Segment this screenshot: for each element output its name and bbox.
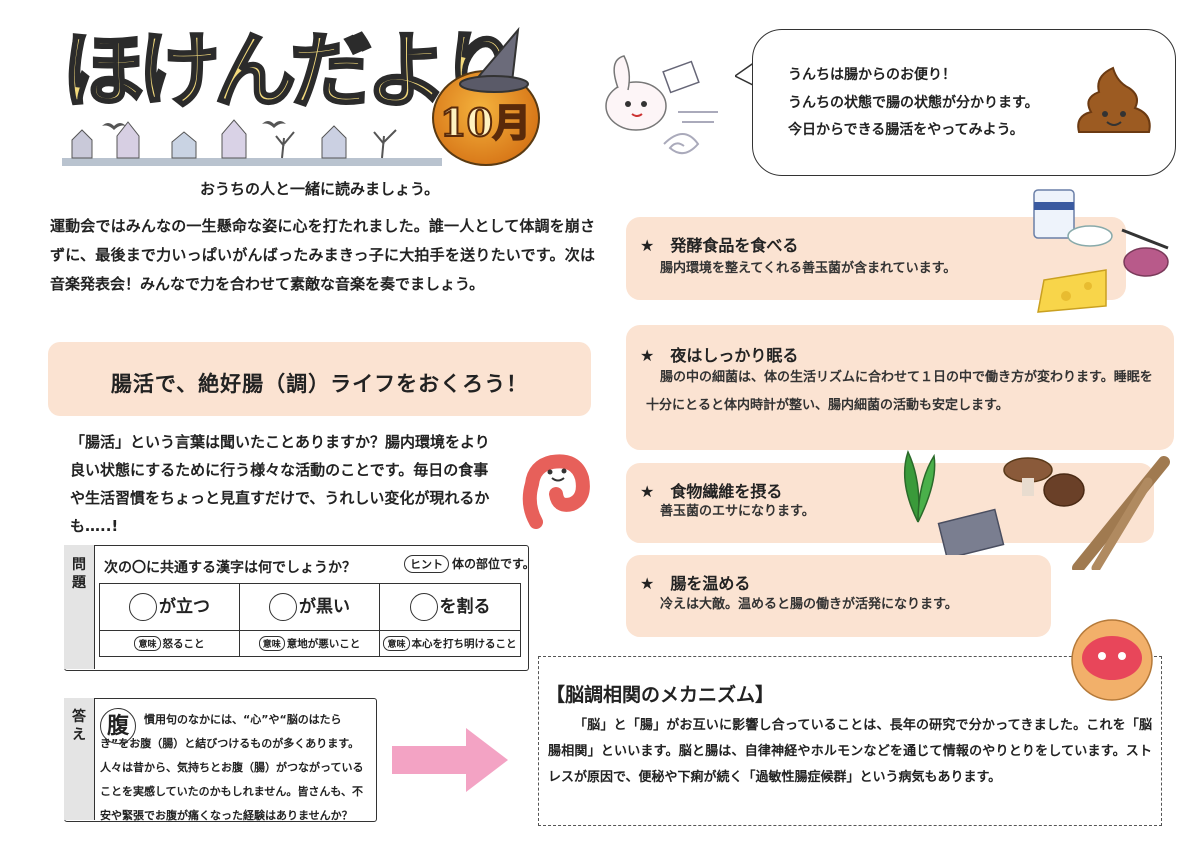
quiz-grid: が立つ 意味怒ること が黒い 意味意地が悪いこと を割る 意味本心を打ち明けるこ… <box>99 583 521 657</box>
read-together-note: おうちの人と一緒に読みましょう。 <box>200 180 440 198</box>
section-title: 腸活で、絶好腸（調）ライフをおくろう！ <box>110 372 529 396</box>
intestine-character-illustration <box>522 454 590 529</box>
blank-circle-icon <box>129 593 157 621</box>
tip-body: 腸の中の細菌は、体の生活リズムに合わせて１日の中で働き方が変わります。睡眠を十分… <box>646 370 1153 413</box>
tip-title: ★ 夜はしっかり眠る <box>640 346 799 365</box>
hint-badge: ヒント <box>404 555 449 573</box>
quiz-cell: が立つ 意味怒ること <box>100 584 240 656</box>
speech-line-1: うんちは腸からのお便り！ <box>788 67 956 83</box>
mechanism-title: 【脳調相関のメカニズム】 <box>546 684 775 706</box>
quiz-cell-word: が立つ <box>100 592 239 621</box>
hint-text: 体の部位です。 <box>452 557 535 571</box>
intro-paragraph: 運動会ではみんなの一生懸命な姿に心を打たれました。誰一人として体調を崩さずに、最… <box>50 217 595 293</box>
arrow-right-icon <box>392 728 508 792</box>
meaning-text: 怒ること <box>162 638 205 650</box>
quiz-label: 問題 <box>72 557 86 591</box>
section-banner <box>48 342 591 416</box>
cell-divider <box>100 630 239 631</box>
cell-divider <box>240 630 379 631</box>
quiz-cell-word: を割る <box>380 592 520 621</box>
meaning-badge: 意味 <box>258 636 285 651</box>
tip-body: 善玉菌のエサになります。 <box>660 504 815 519</box>
meaning-badge: 意味 <box>134 636 161 651</box>
quiz-word-text: を割る <box>439 597 491 617</box>
tip-body: 冷えは大敵。温めると腸の働きが活発になります。 <box>660 597 958 612</box>
blank-circle-icon <box>409 593 438 621</box>
answer-label: 答え <box>72 709 86 743</box>
quiz-side-tab <box>64 545 95 669</box>
halloween-skyline-illustration <box>62 119 442 166</box>
meaning-text: 意地が悪いこと <box>286 638 361 650</box>
quiz-question: 次の〇に共通する漢字は何でしょうか？ <box>104 560 356 576</box>
monkey-character-illustration <box>1071 619 1153 701</box>
rabbit-mail-illustration <box>605 55 718 155</box>
witch-hat-illustration <box>459 26 529 93</box>
tip-card-warm-gut <box>626 555 1051 637</box>
tip-title: ★ 食物繊維を摂る <box>640 482 783 501</box>
gut-activity-paragraph: 「腸活」という言葉は聞いたことありますか？腸内環境をより良い状態にするために行う… <box>70 433 490 535</box>
quiz-word-text: が黒い <box>299 597 350 617</box>
quiz-cell-meaning: 意味怒ること <box>100 636 239 651</box>
mechanism-box <box>538 656 1162 826</box>
quiz-cell-meaning: 意味本心を打ち明けること <box>380 636 520 651</box>
meaning-badge: 意味 <box>383 636 410 651</box>
quiz-hint: ヒント体の部位です。 <box>404 555 535 573</box>
poop-character-illustration <box>1077 66 1151 133</box>
quiz-cell-word: が黒い <box>240 592 379 621</box>
quiz-cell: が黒い 意味意地が悪いこと <box>240 584 380 656</box>
tip-title: ★ 発酵食品を食べる <box>640 236 799 255</box>
tip-title: ★ 腸を温める <box>640 574 751 593</box>
quiz-word-text: が立つ <box>159 597 210 617</box>
fermented-food-illustration <box>1033 189 1169 313</box>
fiber-food-illustration <box>903 449 1170 570</box>
quiz-cell-meaning: 意味意地が悪いこと <box>240 636 379 651</box>
cell-divider <box>380 630 520 631</box>
answer-explanation: 慣用句のなかには、“心”や“脳のはたらき”をお腹（腸）と結びつけるものが多くあり… <box>100 713 364 822</box>
answer-side-tab <box>64 698 95 820</box>
answer-kanji: 腹 <box>100 708 136 744</box>
speech-line-2: うんちの状態で腸の状態が分かります。 <box>788 95 1039 111</box>
meaning-text: 本心を打ち明けること <box>411 638 517 650</box>
month-label: 10月 <box>439 99 532 146</box>
quiz-cell: を割る 意味本心を打ち明けること <box>380 584 520 656</box>
speech-line-3: 今日からできる腸活をやってみよう。 <box>788 122 1024 138</box>
tip-card-sleep <box>626 325 1174 450</box>
tip-body: 腸内環境を整えてくれる善玉菌が含まれています。 <box>660 261 957 276</box>
blank-circle-icon <box>269 593 297 621</box>
mechanism-text: 「脳」と「腸」がお互いに影響し合っていることは、長年の研究で分かってきました。こ… <box>548 718 1152 785</box>
